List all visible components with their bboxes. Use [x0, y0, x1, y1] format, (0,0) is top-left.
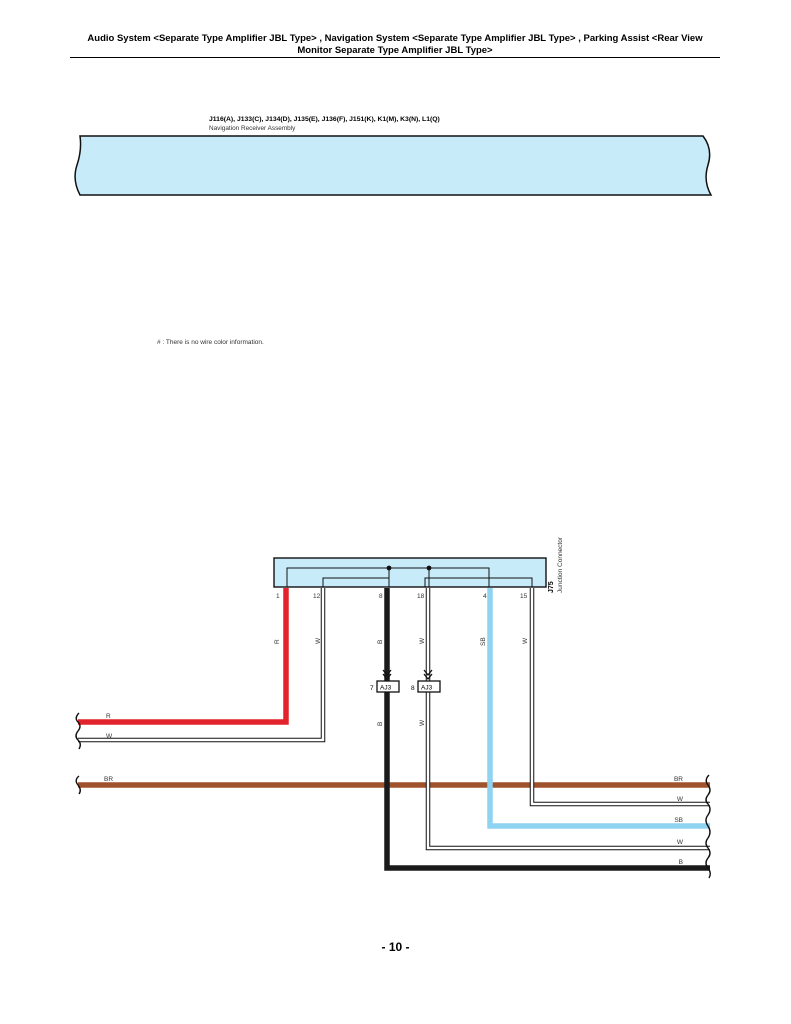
- ring-connector-pin: 8: [411, 685, 415, 692]
- page-title-line-2: Monitor Separate Type Amplifier JBL Type…: [297, 45, 493, 56]
- ring-connector-code: AJ3: [380, 685, 392, 692]
- junction-splice-point: [386, 565, 392, 571]
- pin-number: 18: [417, 593, 425, 600]
- ring-connector-pin: 7: [370, 685, 374, 692]
- wire-sky-blue: [487, 588, 710, 829]
- wire-label: B: [377, 722, 384, 726]
- wire-red: [78, 588, 289, 725]
- wire-label: R: [274, 639, 281, 644]
- connector-chevron-icon: [382, 669, 392, 681]
- wire-label: W: [419, 719, 426, 726]
- wire-label: W: [106, 733, 113, 740]
- junction-connector-name: Junction Connector: [557, 536, 564, 593]
- pin-number: 8: [379, 593, 383, 600]
- wire-label: B: [679, 859, 683, 866]
- wire-label: W: [522, 637, 529, 644]
- wire-white-pin12: [78, 588, 326, 743]
- pin-number: 1: [276, 593, 280, 600]
- connector-chevron-icon: [423, 669, 433, 681]
- receiver-name: Navigation Receiver Assembly: [209, 125, 296, 132]
- junction-connector-box: [273, 557, 547, 588]
- wire-break-mark: [705, 774, 711, 879]
- wire-white-pin15: [529, 588, 710, 807]
- navigation-receiver-box: [74, 135, 713, 196]
- wire-label: SB: [674, 817, 683, 824]
- pin-number: 12: [313, 593, 321, 600]
- wire-label: SB: [480, 637, 487, 646]
- wire-color-note: # : There is no wire color information.: [157, 339, 264, 346]
- ring-connector-box: [417, 680, 441, 693]
- wire-label: W: [677, 839, 684, 846]
- wire-label: W: [419, 637, 426, 644]
- header-divider: [70, 57, 720, 58]
- wire-break-mark: [75, 712, 81, 795]
- wire-label: BR: [674, 776, 683, 783]
- wire-label: BR: [104, 776, 113, 783]
- junction-connector-code: J75: [548, 581, 555, 593]
- junction-internal-bus: [286, 567, 533, 587]
- ring-connector-box: [376, 680, 400, 693]
- receiver-connector-codes: J116(A), J133(C), J134(D), J135(E), J136…: [209, 116, 440, 123]
- page-number: - 10 -: [381, 940, 410, 954]
- wire-label: R: [106, 713, 111, 720]
- wire-label: B: [377, 640, 384, 644]
- page-title: Audio System <Separate Type Amplifier JB…: [70, 33, 720, 57]
- ring-connector-code: AJ3: [421, 685, 433, 692]
- pin-number: 15: [520, 593, 528, 600]
- wire-label: W: [677, 796, 684, 803]
- wire-white-pin18: [425, 588, 710, 851]
- pin-number: 4: [483, 593, 487, 600]
- page-title-line-1: Audio System <Separate Type Amplifier JB…: [87, 33, 703, 44]
- wire-label: W: [315, 637, 322, 644]
- junction-splice-point: [426, 565, 432, 571]
